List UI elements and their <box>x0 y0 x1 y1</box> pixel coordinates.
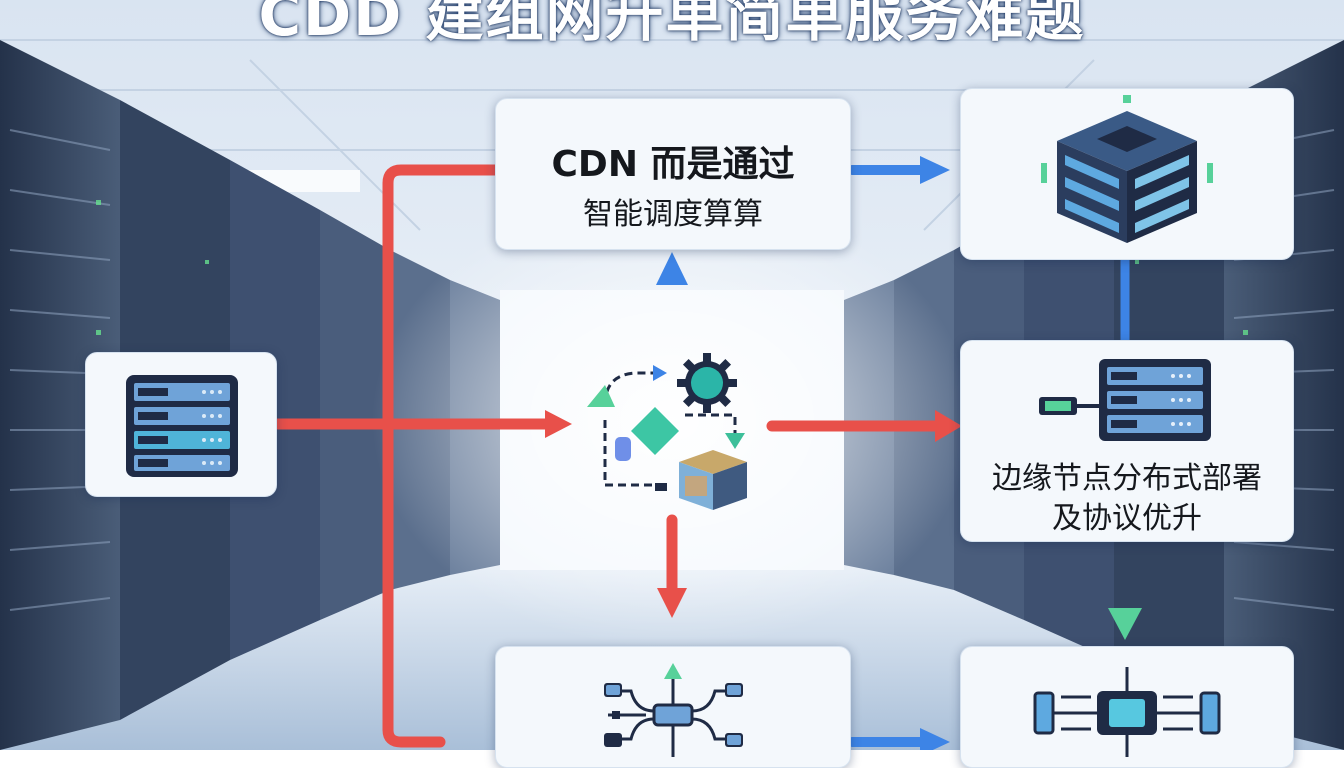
arrow-head-blue-top <box>920 156 950 184</box>
source-server-card[interactable] <box>85 352 277 497</box>
arrow-head-center <box>545 410 572 438</box>
branching-network-icon <box>604 663 743 757</box>
arrow-head-green <box>1108 608 1142 640</box>
edge-subtitle: 及协议优升 <box>1052 501 1202 536</box>
smart-scheduling-card[interactable]: CDN 而是通过 智能调度算算 <box>495 98 851 250</box>
workflow-gear-box-icon <box>587 353 747 510</box>
arrow-head-down <box>657 588 687 618</box>
connector-server-icon <box>1039 359 1211 441</box>
page-title: CDD 建组网升单简单服务难题 <box>258 0 1086 49</box>
edge-node-card[interactable]: 边缘节点分布式部署 及协议优升 <box>960 340 1294 542</box>
scheduling-title: CDN 而是通过 <box>551 144 795 185</box>
arrow-head-up <box>656 252 688 285</box>
isometric-server-card[interactable] <box>960 88 1294 260</box>
red-flow-path <box>272 164 941 748</box>
arrow-head-edge <box>935 410 962 442</box>
flow-arrows <box>272 156 1142 750</box>
scheduling-subtitle: 智能调度算算 <box>583 197 763 232</box>
server-rack-icon <box>126 375 238 477</box>
isometric-server-cube-icon <box>1041 95 1213 243</box>
chip-circuit-icon <box>1033 667 1221 757</box>
edge-title: 边缘节点分布式部署 <box>992 461 1262 496</box>
chip-circuit-card[interactable] <box>960 646 1294 768</box>
